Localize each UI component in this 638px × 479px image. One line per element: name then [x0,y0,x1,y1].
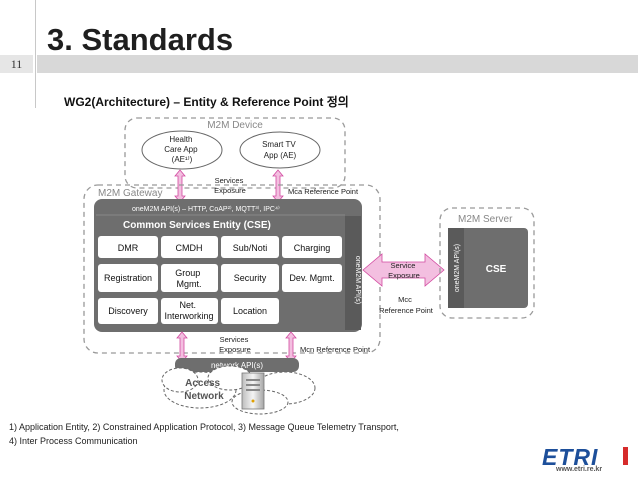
module-registration-label: Registration [104,273,152,283]
module-security-label: Security [234,273,267,283]
module-sub-noti-label: Sub/Noti [233,243,268,253]
module-dev-mgmt-label: Dev. Mgmt. [289,273,334,283]
service-exposure-mid: Service Exposure [388,261,420,280]
m2m-gateway-region [83,184,381,354]
footnote-line-1: 1) Application Entity, 2) Constrained Ap… [9,422,399,432]
server-tower-icon [241,372,265,410]
footnote: 1) Application Entity, 2) Constrained Ap… [9,420,399,448]
server-cse-label: CSE [486,264,507,275]
server-side-api-bar [448,228,464,308]
slide-subtitle: WG2(Architecture) – Entity & Reference P… [64,95,349,109]
module-dev-mgmt [282,264,342,292]
services-exposure-bottom: Services Exposure [219,335,251,354]
m2m-device-label: M2M Device [207,120,263,131]
access-network-cloud [161,365,316,415]
module-charging [282,236,342,258]
page-number: 11 [0,55,33,73]
module-group-mgmt [161,264,218,292]
m2m-server-region [439,207,535,319]
footnote-line-2: 4) Inter Process Communication [9,436,138,446]
header-bar [37,55,638,73]
module-security [221,264,279,292]
mcc-arrow [362,253,445,287]
m2m-device-region [124,117,346,189]
module-net-interworking-label: Net. Interworking [164,300,213,321]
cse-title: Common Services Entity (CSE) [123,220,271,231]
gateway-side-api-bar [345,216,361,330]
etri-logo-text: ETRI [542,444,598,468]
m2m-gateway-label: M2M Gateway [98,188,162,199]
etri-logo-accent [623,447,628,465]
health-care-app-label: Health Care App (AE¹⁾) [164,135,200,164]
network-api-bar [175,358,299,372]
server-side-api-label: oneM2M API(s) [454,244,461,292]
module-sub-noti [221,236,279,258]
module-location [221,298,279,324]
module-dmr [98,236,158,258]
smart-tv-app [239,131,321,169]
module-discovery [98,298,158,324]
module-charging-label: Charging [294,243,331,253]
m2m-server-label: M2M Server [458,214,513,225]
mcn-reference-point: Mcn Reference Point [300,345,371,354]
module-dmr-label: DMR [118,243,139,253]
module-cmdh-label: CMDH [176,243,203,253]
services-exposure-top: Services Exposure [214,176,246,195]
server-cse-block [448,228,528,308]
smart-tv-app-label: Smart TV App (AE) [262,140,298,160]
network-api-label: network API(s) [211,361,263,370]
module-group-mgmt-label: Group Mgmt. [175,268,203,289]
mca-reference-point: Mca Reference Point [288,187,359,196]
mca-arrows [174,169,284,203]
etri-logo: ETRI [542,444,628,468]
module-net-interworking [161,298,218,324]
oneM2M-api-bar: oneM2M API(s) – HTTP, CoAP²⁾, MQTT³⁾, IP… [132,205,280,213]
mcc-reference-point: Mcc Reference Point [379,295,434,315]
health-care-app [141,130,223,170]
cse-modules [98,236,342,324]
module-discovery-label: Discovery [108,306,148,316]
module-location-label: Location [233,306,267,316]
cse-module-labels: DMR CMDH Sub/Noti Charging Registration … [104,243,335,321]
access-network-label: Access Network [184,378,224,402]
logo-url: www.etri.re.kr [556,466,603,473]
mcn-arrows [176,331,297,363]
module-cmdh [161,236,218,258]
left-vertical-rule [35,0,36,108]
gateway-side-api-label: oneM2M API(s) [354,256,361,304]
module-registration [98,264,158,292]
slide-title: 3. Standards [47,22,234,57]
